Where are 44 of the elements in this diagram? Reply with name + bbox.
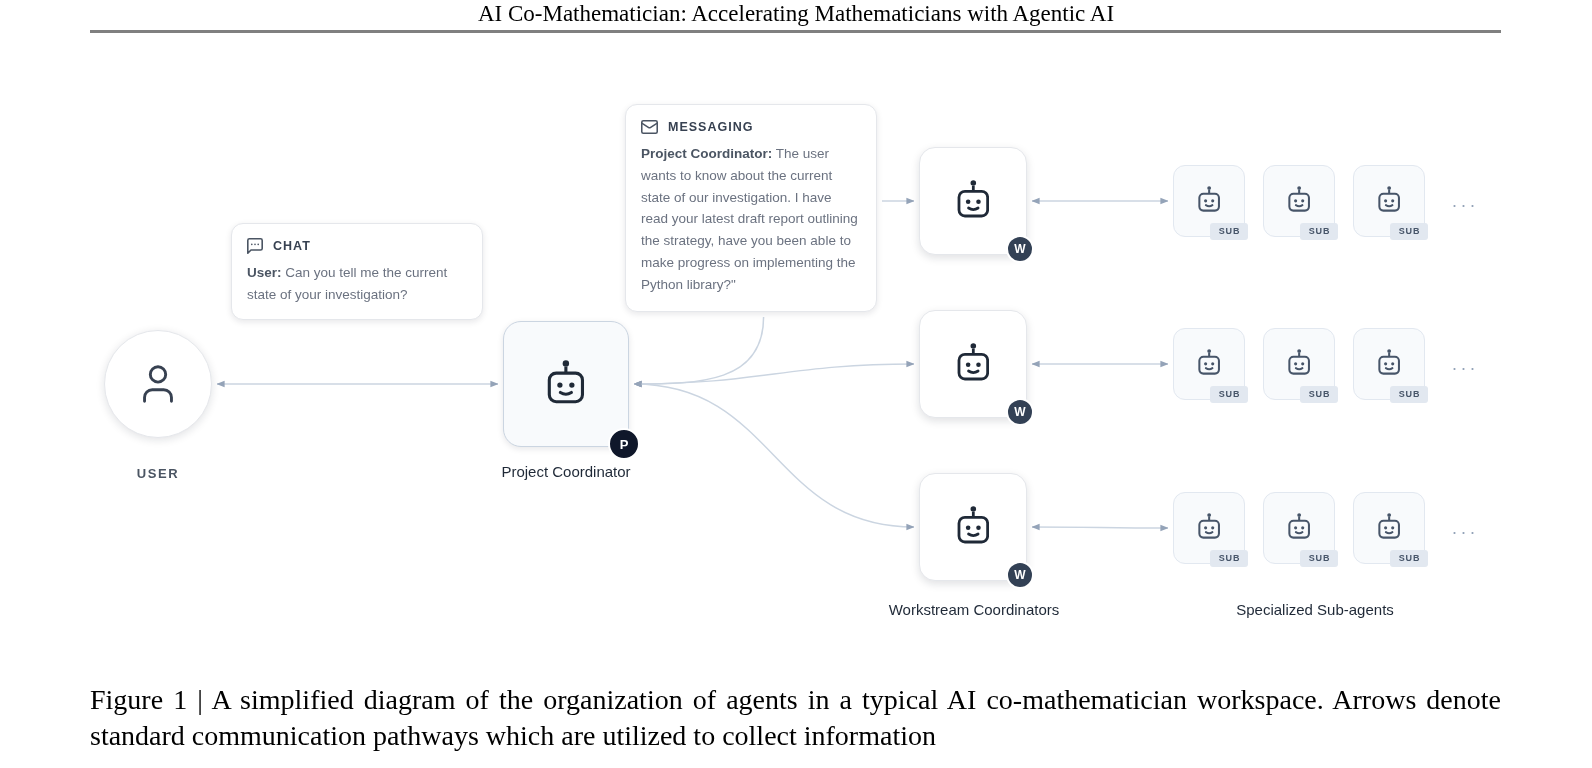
user-node	[104, 330, 212, 438]
connector-arrow	[881, 197, 915, 205]
connector-arrow	[633, 381, 915, 530]
sub-tag: SUB	[1390, 223, 1428, 240]
ellipsis: ···	[1451, 358, 1479, 378]
group-label: Workstream Coordinators	[888, 601, 1060, 619]
sub-tag: SUB	[1210, 223, 1248, 240]
figure-caption: Figure 1 | A simplified diagram of the organization of agents in a typical AI co-mathematician workspace. Arrows denote standard communication pathways which are utilized to collect information	[90, 683, 1501, 753]
message-text: Project Coordinator: The user wants to know about the current state of our investigation. I have read your latest draft report outlining the strategy, have you been able to make progress on implementing the Python library?"	[641, 145, 859, 294]
role-badge: W	[1006, 561, 1034, 589]
card-heading: CHAT	[273, 238, 311, 255]
role-badge: P	[608, 428, 640, 460]
sub-agent-card	[1353, 328, 1425, 400]
ellipsis: ···	[1451, 195, 1479, 215]
connector-arrow	[1031, 197, 1169, 205]
connector-arrow	[216, 380, 499, 388]
sub-agent-card	[1353, 492, 1425, 564]
sub-agent-card	[1173, 165, 1245, 237]
connector-arrow	[1031, 523, 1169, 532]
sub-agent-card	[1353, 165, 1425, 237]
role-badge: W	[1006, 398, 1034, 426]
sub-tag: SUB	[1390, 550, 1428, 567]
sub-tag: SUB	[1210, 386, 1248, 403]
group-label: Specialized Sub-agents	[1236, 601, 1394, 619]
sub-agent-card	[1263, 165, 1335, 237]
message-card	[625, 104, 877, 312]
running-header: AI Co-Mathematician: Accelerating Mathematicians with Agentic AI	[477, 0, 1115, 27]
sub-agent-card	[1263, 492, 1335, 564]
sub-tag: SUB	[1210, 550, 1248, 567]
sub-tag: SUB	[1300, 550, 1338, 567]
sub-agent-card	[1263, 328, 1335, 400]
sub-tag: SUB	[1390, 386, 1428, 403]
sub-tag: SUB	[1300, 223, 1338, 240]
sub-tag: SUB	[1300, 386, 1338, 403]
ellipsis: ···	[1451, 522, 1479, 542]
node-label: Project Coordinator	[501, 463, 631, 481]
card-heading: MESSAGING	[668, 119, 754, 136]
sub-agent-card	[1173, 328, 1245, 400]
sub-agent-card	[1173, 492, 1245, 564]
node-label: USER	[136, 466, 180, 482]
chat-card	[231, 223, 483, 320]
message-text: User: Can you tell me the current state of your investigation?	[247, 264, 449, 304]
connector-arrow	[1031, 360, 1169, 368]
role-badge: W	[1006, 235, 1034, 263]
